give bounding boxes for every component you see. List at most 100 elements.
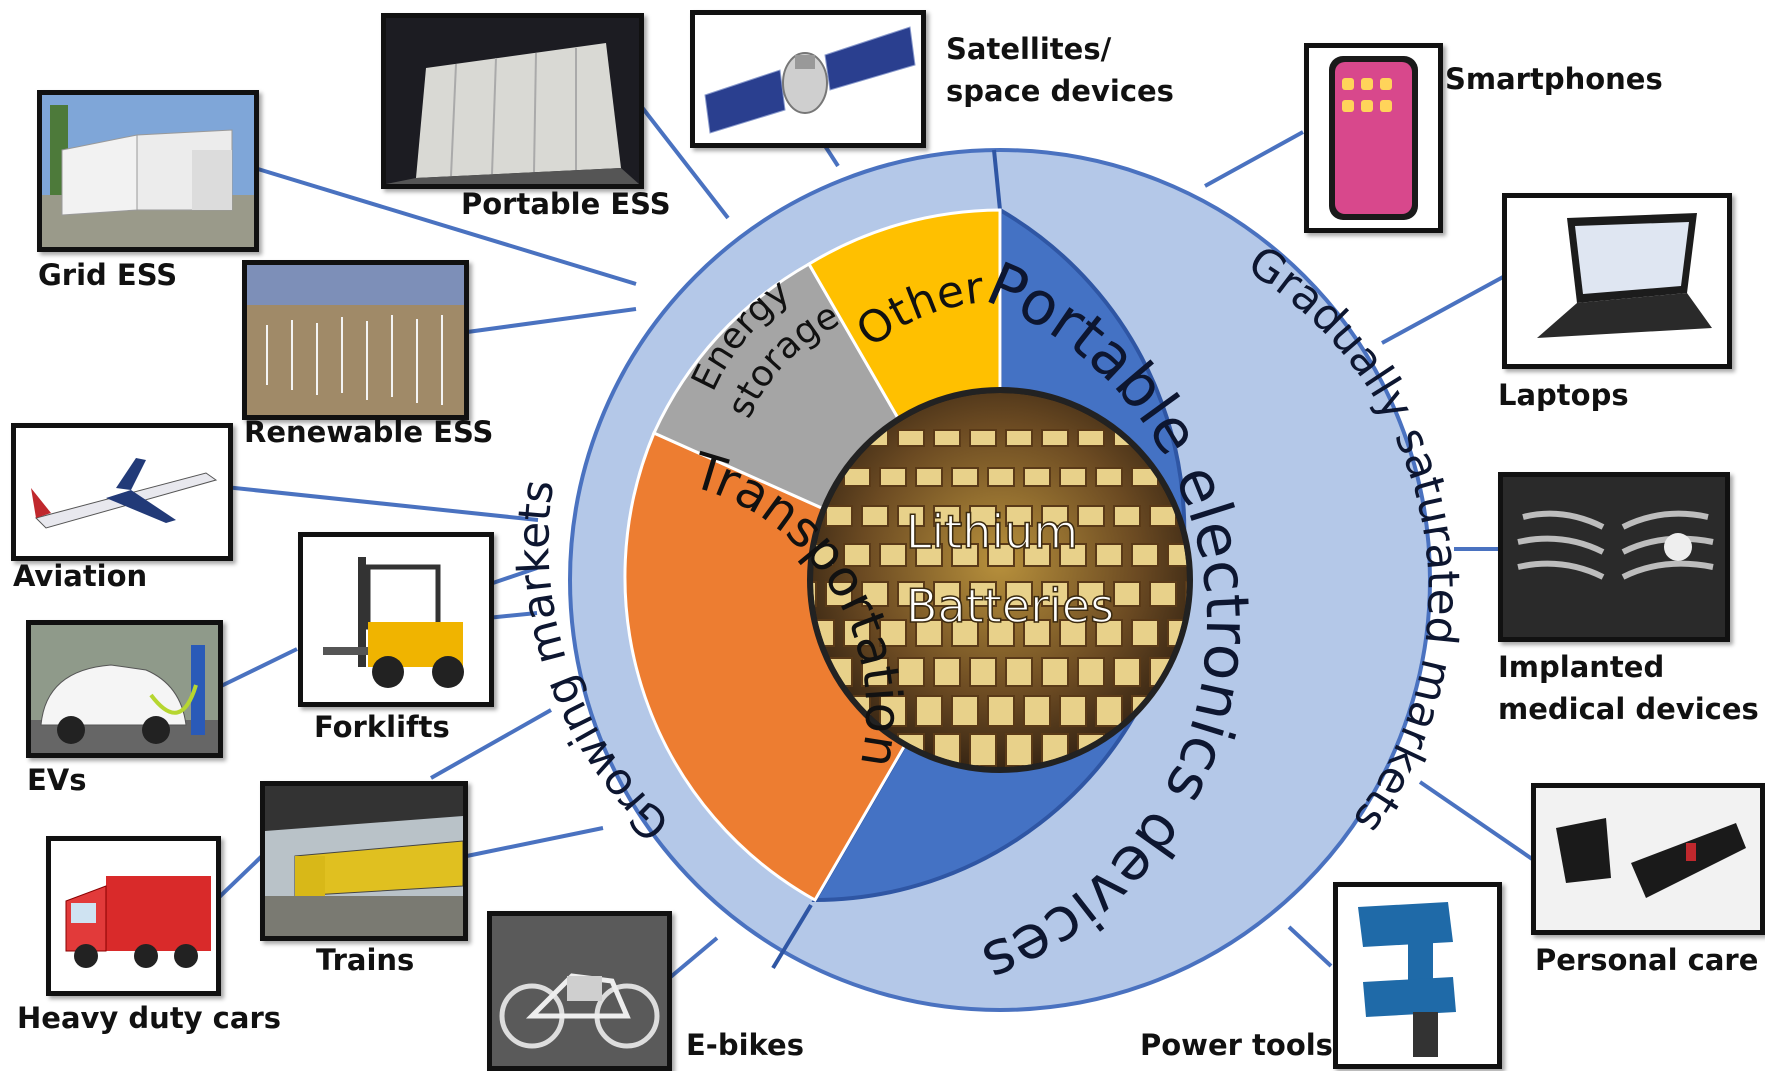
battery-cell (1041, 505, 1069, 527)
battery-cell (843, 619, 871, 647)
battery-cell (1059, 619, 1087, 647)
laptop-photo (1502, 193, 1732, 369)
battery-cell (1005, 733, 1033, 767)
forklifts-label: Forklifts (314, 710, 450, 744)
battery-cell (951, 467, 979, 487)
battery-cell (1113, 505, 1141, 527)
battery-cell (1023, 467, 1051, 487)
battery-cell (969, 505, 997, 527)
battery-cell (1113, 657, 1141, 687)
smartphones-label: Smartphones (1445, 62, 1663, 96)
battery-cell (987, 467, 1015, 487)
battery-cell (1167, 543, 1187, 567)
battery-cell (987, 695, 1015, 727)
aviation-label: Aviation (13, 559, 148, 593)
battery-cell (879, 467, 907, 487)
battery-cell (813, 581, 817, 607)
satellites-label-line1: Satellites/ (946, 32, 1112, 66)
battery-cell (951, 619, 979, 647)
battery-cell (1077, 581, 1105, 607)
connector-lines (209, 95, 1540, 982)
ev-photo (26, 620, 223, 758)
power-tools-photo (1333, 882, 1502, 1069)
battery-cell (915, 619, 943, 647)
battery-cell (969, 733, 997, 767)
battery-cell (951, 543, 979, 567)
battery-cell (915, 695, 943, 727)
aviation-photo (11, 423, 233, 561)
evs-label: EVs (27, 763, 87, 797)
battery-cell (1149, 581, 1177, 607)
battery-cell (825, 505, 853, 527)
ebikes-label: E-bikes (686, 1028, 804, 1062)
battery-cell (933, 657, 961, 687)
battery-cell (897, 657, 925, 687)
battery-cell (1095, 619, 1123, 647)
battery-cell (843, 467, 871, 487)
xray-photo (1498, 472, 1730, 642)
battery-cell (861, 505, 889, 527)
battery-cell (897, 581, 925, 607)
battery-cell (1041, 429, 1069, 447)
battery-cell (969, 429, 997, 447)
center-label-line2: Batteries (906, 579, 1114, 633)
battery-cell (933, 505, 961, 527)
laptops-label: Laptops (1498, 378, 1629, 412)
satellites-label-line2: space devices (946, 74, 1174, 108)
ebike-photo (487, 911, 672, 1071)
grid-ess-label: Grid ESS (38, 258, 178, 292)
battery-cell (1023, 543, 1051, 567)
heavy-duty-car-photo (46, 836, 221, 996)
battery-cell (1077, 505, 1105, 527)
battery-cell (879, 543, 907, 567)
renewable-ess-label: Renewable ESS (244, 415, 494, 449)
battery-cell (1059, 543, 1087, 567)
battery-cell (933, 429, 961, 447)
battery-cell (1095, 467, 1123, 487)
trains-label: Trains (316, 943, 415, 977)
heavy-duty-cars-label: Heavy duty cars (17, 1001, 282, 1035)
battery-cell (969, 581, 997, 607)
battery-cell (1023, 695, 1051, 727)
battery-cell (1023, 619, 1051, 647)
smartphone-photo (1304, 43, 1443, 233)
battery-cell (1041, 581, 1069, 607)
grid-ess-photo (37, 90, 259, 252)
battery-cell (825, 581, 853, 607)
battery-cell (915, 543, 943, 567)
battery-cell (813, 543, 835, 567)
battery-cell (1095, 695, 1123, 727)
battery-cell (1005, 505, 1033, 527)
battery-cell (951, 695, 979, 727)
forklift-photo (298, 532, 494, 707)
personal-care-label: Personal care (1535, 943, 1759, 977)
personal-care-photo (1531, 783, 1765, 935)
battery-cell (1041, 657, 1069, 687)
ring-divider-top (992, 149, 1002, 211)
battery-cell (861, 581, 889, 607)
battery-cell (843, 543, 871, 567)
battery-cell (879, 695, 907, 727)
battery-cell (1113, 581, 1141, 607)
renewable-ess-photo (242, 260, 469, 420)
battery-cell (897, 429, 925, 447)
battery-cell (969, 657, 997, 687)
portable-ess-label: Portable ESS (461, 187, 671, 221)
ring-divider-bottom (771, 903, 813, 970)
battery-cell (1059, 467, 1087, 487)
battery-cell (861, 657, 889, 687)
battery-cell (1095, 543, 1123, 567)
train-photo (260, 781, 468, 941)
battery-cell (897, 505, 925, 527)
satellite-photo (690, 10, 926, 148)
battery-cell (1131, 543, 1159, 567)
battery-cell (987, 619, 1015, 647)
battery-cell (1005, 657, 1033, 687)
battery-cell (879, 619, 907, 647)
battery-cell (1059, 695, 1087, 727)
battery-cell (1005, 581, 1033, 607)
battery-cell (987, 543, 1015, 567)
battery-cell (1077, 657, 1105, 687)
